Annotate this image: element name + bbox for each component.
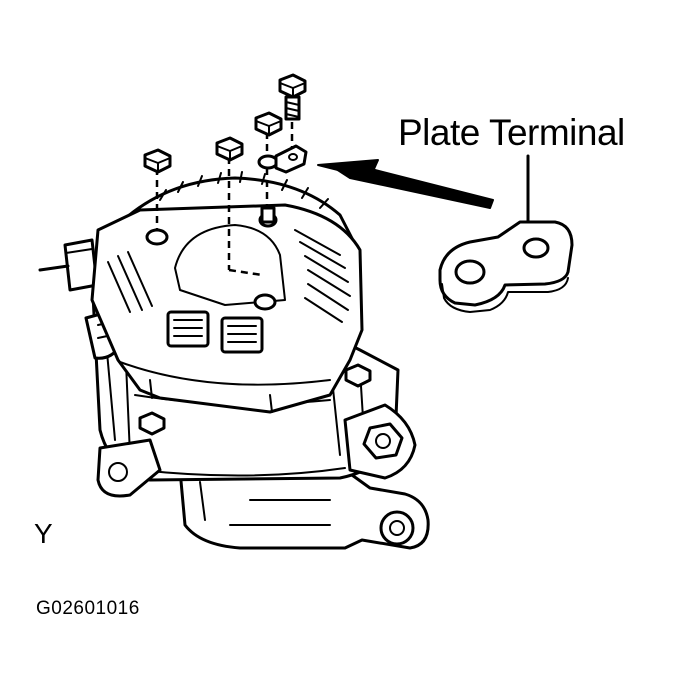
- stud-posts: [145, 206, 278, 311]
- fasteners: [138, 73, 372, 436]
- nut-icon: [254, 111, 283, 137]
- plate-terminal-installed: [274, 144, 308, 174]
- nut-icon: [215, 136, 244, 162]
- terminal-stud: [38, 238, 99, 292]
- mounting-bracket: [178, 468, 430, 550]
- washer-icon: [257, 154, 279, 170]
- nut-icon: [143, 148, 172, 174]
- right-mount-ear: [343, 403, 417, 480]
- bolt-icon: [278, 73, 307, 121]
- callout-label: Plate Terminal: [398, 112, 625, 153]
- view-mark: Y: [34, 518, 53, 549]
- pointer-arrow: [317, 159, 494, 209]
- figure-id: G02601016: [36, 598, 140, 619]
- bolt-icon: [138, 411, 166, 436]
- assembly-lines: [155, 98, 294, 277]
- bolt-icon: [344, 363, 372, 388]
- plate-terminal-illustration: [438, 220, 574, 313]
- rear-cover: [90, 203, 364, 414]
- left-mount-ear: [96, 438, 162, 498]
